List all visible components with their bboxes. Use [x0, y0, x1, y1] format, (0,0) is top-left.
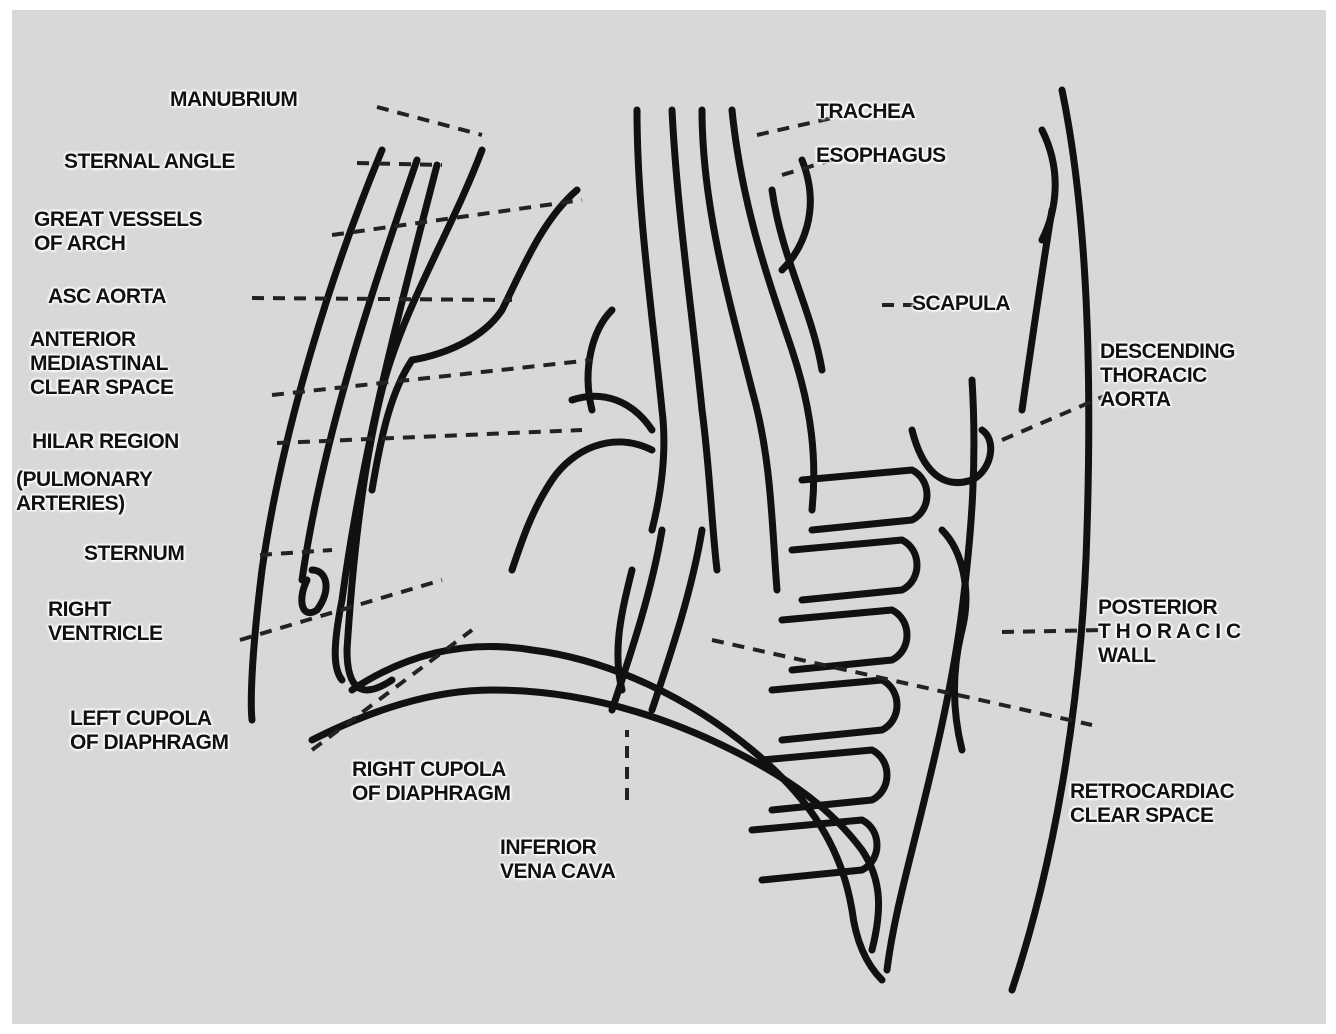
vertebra-2 — [792, 540, 917, 600]
diagram-frame: MANUBRIUM STERNAL ANGLE GREAT VESSELS OF… — [12, 10, 1326, 1024]
leader-asc-aorta — [252, 298, 512, 300]
descending-aorta-2 — [912, 430, 991, 483]
trachea-line-2 — [672, 110, 717, 570]
label-sternal-angle: STERNAL ANGLE — [64, 150, 235, 174]
leader-sternum — [260, 550, 332, 555]
label-esophagus: ESOPHAGUS — [816, 144, 946, 168]
label-inferior-vena-cava: INFERIOR VENA CAVA — [500, 836, 615, 884]
label-anterior-mediastinal: ANTERIOR MEDIASTINAL CLEAR SPACE — [30, 328, 173, 400]
heart-anterior-border — [347, 150, 482, 690]
hilar-vessel — [572, 396, 652, 430]
vertebra-4 — [772, 680, 897, 740]
label-sternum: STERNUM — [84, 542, 184, 566]
label-posterior-wall: POSTERIOR T H O R A C I C WALL — [1098, 596, 1241, 668]
leader-hilar — [277, 430, 582, 443]
hilar-branch-1 — [512, 442, 652, 570]
label-descending-aorta: DESCENDING THORACIC AORTA — [1100, 340, 1235, 412]
label-right-cupola: RIGHT CUPOLA OF DIAPHRAGM — [352, 758, 511, 806]
trachea-line-1 — [637, 110, 664, 530]
left-diaphragm — [312, 690, 879, 950]
label-trachea: TRACHEA — [816, 100, 915, 124]
label-right-ventricle: RIGHT VENTRICLE — [48, 598, 163, 646]
leader-manubrium — [377, 107, 482, 135]
vertebra-1 — [802, 470, 927, 530]
label-retrocardiac: RETROCARDIAC CLEAR SPACE — [1070, 780, 1234, 828]
label-pulmonary-arteries: (PULMONARY ARTERIES) — [16, 468, 153, 516]
leader-posterior-wall — [1002, 630, 1107, 632]
label-hilar-region: HILAR REGION — [32, 430, 179, 454]
posterior-vessel — [772, 190, 822, 370]
anterior-wall-outer — [251, 150, 382, 720]
ascending-aorta-curve — [412, 190, 577, 360]
label-asc-aorta: ASC AORTA — [48, 285, 166, 309]
label-scapula: SCAPULA — [912, 292, 1010, 316]
esophagus-line-2 — [732, 110, 814, 510]
leader-sternal-angle — [357, 163, 442, 165]
label-manubrium: MANUBRIUM — [170, 88, 297, 112]
label-left-cupola: LEFT CUPOLA OF DIAPHRAGM — [70, 707, 229, 755]
leader-anterior-mediastinal — [272, 360, 592, 395]
label-great-vessels: GREAT VESSELS OF ARCH — [34, 208, 202, 256]
scapula-line-2 — [1022, 210, 1052, 410]
